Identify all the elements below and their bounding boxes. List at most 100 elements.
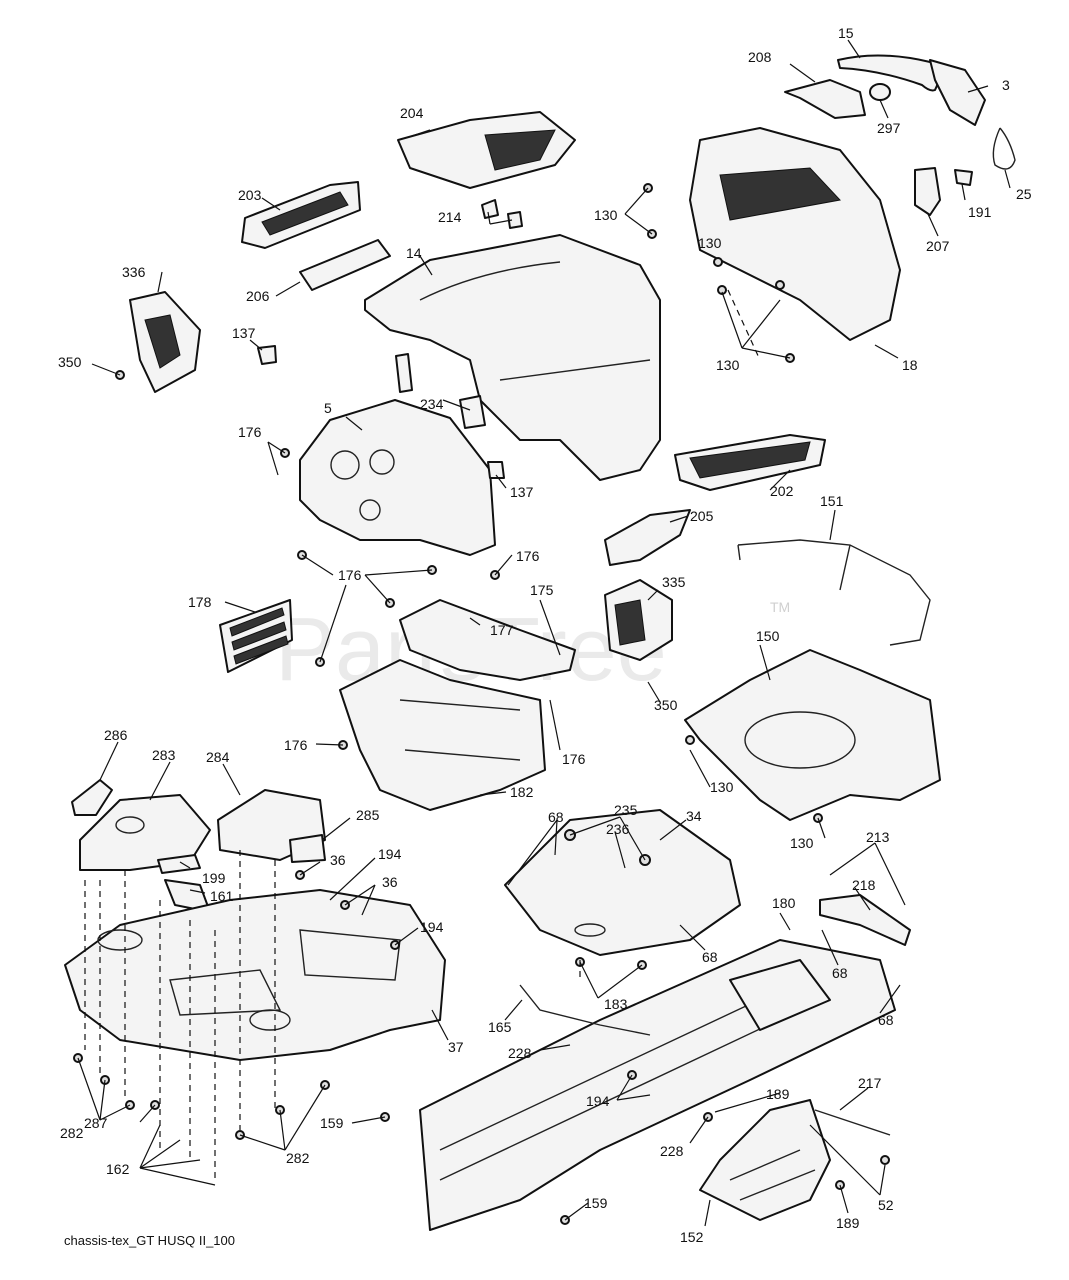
callout-336: 336	[122, 264, 146, 280]
callout-152: 152	[680, 1229, 704, 1245]
callout-350-b: 350	[654, 697, 678, 713]
part-286-bezel	[71, 779, 113, 816]
part-180-frame	[419, 939, 896, 1231]
callout-206: 206	[246, 288, 270, 304]
callout-213: 213	[866, 829, 890, 845]
callout-130-e: 130	[790, 835, 814, 851]
callout-194-a: 194	[378, 846, 402, 862]
callout-68-b: 68	[702, 949, 718, 965]
callout-335: 335	[662, 574, 686, 590]
part-199-plate	[157, 854, 201, 874]
part-165-rod	[519, 984, 651, 1036]
callout-350-a: 350	[58, 354, 82, 370]
callout-202: 202	[770, 483, 794, 499]
part-5-gauge-a	[330, 450, 360, 480]
callout-176-b: 176	[516, 548, 540, 564]
callout-297: 297	[877, 120, 901, 136]
callout-159-b: 159	[584, 1195, 608, 1211]
part-37-hole-a	[97, 929, 143, 951]
part-5-gauge-b	[369, 449, 395, 475]
part-204-hood-panel	[397, 111, 576, 189]
part-217-rod	[814, 1109, 891, 1136]
callout-203: 203	[238, 187, 262, 203]
callout-176-d: 176	[284, 737, 308, 753]
callout-214: 214	[438, 209, 462, 225]
part-206-panel	[299, 239, 391, 291]
part-5-gauge-c	[359, 499, 381, 521]
callout-194-c: 194	[586, 1093, 610, 1109]
part-3-bracket	[929, 59, 986, 126]
part-18-front-nose	[689, 127, 901, 341]
callout-175: 175	[530, 582, 554, 598]
callout-130-c: 130	[716, 357, 740, 373]
callout-150: 150	[756, 628, 780, 644]
part-191	[954, 169, 973, 186]
callout-283: 283	[152, 747, 176, 763]
part-150-footplate	[684, 649, 941, 821]
callout-286: 286	[104, 727, 128, 743]
callout-130-d: 130	[710, 779, 734, 795]
part-137-clip-a	[257, 345, 277, 365]
callout-191: 191	[968, 204, 992, 220]
callout-177: 177	[490, 622, 514, 638]
callout-182: 182	[510, 784, 534, 800]
part-14-hood	[364, 234, 661, 481]
callout-68-d: 68	[878, 1012, 894, 1028]
callout-labels: 15 208 3 297 25 191 207 204 203 130 214 …	[58, 25, 1032, 1245]
callout-25: 25	[1016, 186, 1032, 202]
part-175-support	[399, 599, 576, 681]
callout-159-a: 159	[320, 1115, 344, 1131]
part-207-headlight	[914, 167, 941, 216]
callout-228-a: 228	[508, 1045, 532, 1061]
callout-199: 199	[202, 870, 226, 886]
part-180-frame-box	[729, 959, 831, 1031]
part-5-dash-panel	[299, 399, 496, 556]
part-152-battery-tray	[699, 1099, 831, 1221]
callout-161: 161	[210, 888, 234, 904]
alignment-lines	[84, 289, 761, 1180]
part-152-detail	[729, 1149, 816, 1201]
callout-18: 18	[902, 357, 918, 373]
callout-176-e: 176	[562, 751, 586, 767]
callout-228-b: 228	[660, 1143, 684, 1159]
part-335-vents	[614, 599, 646, 646]
callout-194-b: 194	[420, 919, 444, 935]
part-34-slot	[574, 923, 606, 937]
part-37-fender	[64, 889, 446, 1061]
callout-36-a: 36	[330, 852, 346, 868]
part-150-opening	[744, 711, 856, 769]
callout-178: 178	[188, 594, 212, 610]
diagram-caption: chassis-tex_GT HUSQ II_100	[64, 1233, 235, 1248]
part-14-hood-detail	[419, 261, 651, 381]
callout-137-a: 137	[232, 325, 256, 341]
callout-176-a: 176	[238, 424, 262, 440]
callout-52: 52	[878, 1197, 894, 1213]
callout-176-c: 176	[338, 567, 362, 583]
callout-282-a: 282	[60, 1125, 84, 1141]
part-214-clip-a	[481, 199, 499, 219]
part-182-detail	[399, 699, 521, 761]
part-285-trim	[289, 834, 326, 863]
part-37-hole-b	[249, 1009, 291, 1031]
leader-lines	[77, 39, 1011, 1227]
watermark-trademark: TM	[770, 599, 790, 615]
callout-34: 34	[686, 808, 702, 824]
callout-287: 287	[84, 1115, 108, 1131]
callout-130-a: 130	[594, 207, 618, 223]
callout-234: 234	[420, 396, 444, 412]
callout-68-c: 68	[832, 965, 848, 981]
callout-284: 284	[206, 749, 230, 765]
callout-282-b: 282	[286, 1150, 310, 1166]
callout-15: 15	[838, 25, 854, 41]
callout-130-b: 130	[698, 235, 722, 251]
callout-5: 5	[324, 400, 332, 416]
part-37-detail	[169, 929, 401, 1016]
callout-207: 207	[926, 238, 950, 254]
callout-183: 183	[604, 996, 628, 1012]
part-151-bracket	[737, 539, 931, 646]
callout-236: 236	[606, 821, 630, 837]
part-34-seat-plate	[504, 809, 741, 956]
callout-189-b: 189	[836, 1215, 860, 1231]
callout-204: 204	[400, 105, 424, 121]
